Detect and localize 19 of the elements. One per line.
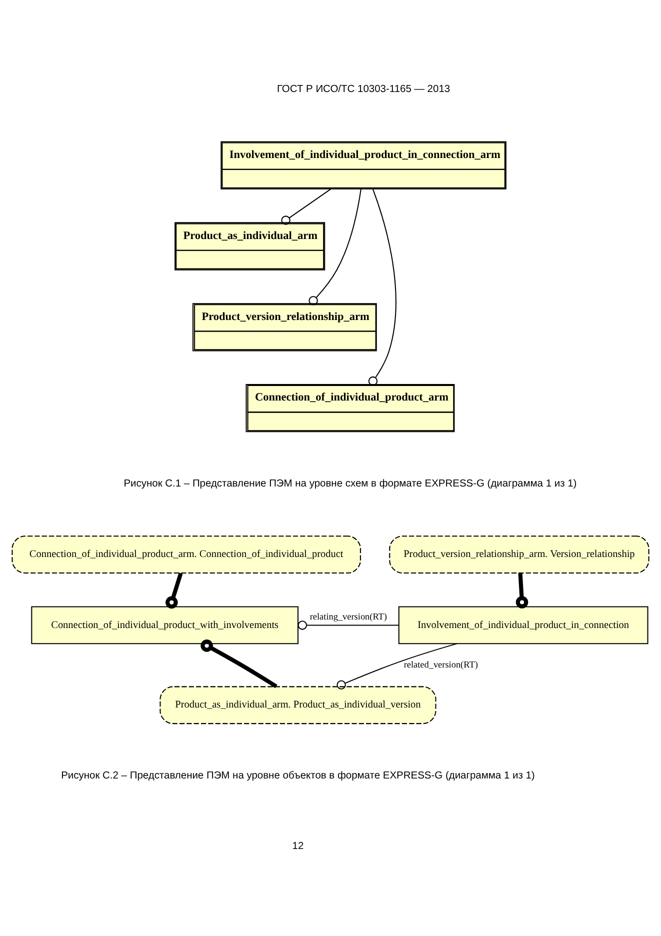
label: ГОСТ Р ИСО/ТС 10303-1165 — 2013: [276, 84, 450, 96]
connector: [368, 188, 396, 386]
edge-label: related_version(RT): [404, 659, 478, 670]
node-box: Involvement_of_individual_product_in_connection: [398, 606, 648, 644]
node-box: Connection_of_individual_product_arm. Connection_of_individual_product: [12, 536, 361, 574]
label: Рисунок С.1 – Представление ПЭМ на уровне схем в формате EXPRESS-G (диаграмма 1 из 1): [124, 478, 577, 490]
connector: [166, 572, 183, 609]
connector: [308, 188, 362, 306]
node-box: Product_as_individual_arm. Product_as_individual_version: [160, 686, 436, 724]
connector: [281, 188, 332, 225]
connector: [336, 643, 458, 690]
label: Рисунок С.2 – Представление ПЭМ на уровне объектов в формате EXPRESS-G (диаграмма 1 из 1): [61, 770, 535, 782]
connector: [516, 573, 528, 608]
label: 12: [292, 841, 304, 852]
node-box: Product_version_relationship_arm. Version_relationship: [389, 536, 650, 574]
node-box: Connection_of_individual_product_with_involvements: [31, 606, 298, 644]
connector: [200, 640, 278, 688]
connector: [298, 620, 399, 630]
edge-label: relating_version(RT): [310, 611, 387, 622]
